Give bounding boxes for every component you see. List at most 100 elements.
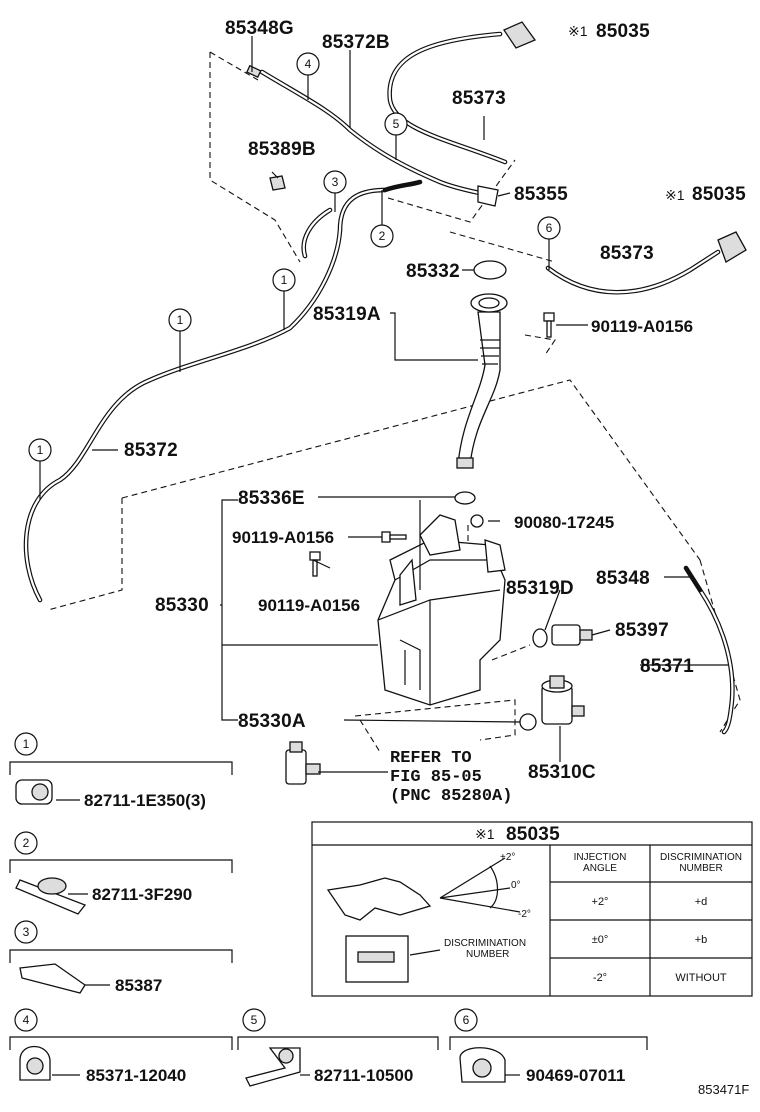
dashed-region-nozzle-right xyxy=(449,231,556,263)
nozzle-table: ※1 85035 +2° 0° -2° DISCRIMINATION NUMBE… xyxy=(311,821,753,997)
nozzle-85035-right xyxy=(717,231,747,263)
label-85336E: 85336E xyxy=(238,488,305,509)
angle-plus-label: +2° xyxy=(500,852,515,863)
nozzle-85035-top xyxy=(503,21,537,49)
label-85373-lower: 85373 xyxy=(600,243,654,264)
hose-85348 xyxy=(683,565,703,593)
callout-1-a: 1 xyxy=(272,268,296,330)
svg-text:2: 2 xyxy=(23,836,30,850)
label-85348: 85348 xyxy=(596,568,650,589)
label-85355: 85355 xyxy=(514,184,568,205)
col-header-angle-2: ANGLE xyxy=(583,863,617,874)
level-sensor-85397 xyxy=(551,624,593,646)
label-85035-top: 85035 xyxy=(596,21,650,42)
hose-85371 xyxy=(697,587,735,735)
washer-tank-85330 xyxy=(377,514,506,706)
legend-item-3: 3 85387 xyxy=(9,920,233,995)
angle-minus-label: -2° xyxy=(518,909,531,920)
disc-label-line2: NUMBER xyxy=(466,949,509,960)
label-85035-right: 85035 xyxy=(692,184,746,205)
svg-text:85387: 85387 xyxy=(115,976,162,995)
svg-text:4: 4 xyxy=(305,57,312,71)
dashed-bolt-link xyxy=(524,334,556,356)
bolt-90119-b xyxy=(381,531,407,543)
callout-1-c: 1 xyxy=(28,438,52,500)
legend-item-2: 2 82711-3F290 xyxy=(9,831,233,915)
label-85332: 85332 xyxy=(406,261,460,282)
svg-text:4: 4 xyxy=(23,1013,30,1027)
label-90080: 90080-17245 xyxy=(514,513,614,532)
grommet-85319D xyxy=(532,628,548,648)
label-85373-upper: 85373 xyxy=(452,88,506,109)
svg-text:82711-10500: 82711-10500 xyxy=(314,1066,413,1085)
label-85348G: 85348G xyxy=(225,18,294,39)
row-2-disc: +b xyxy=(695,934,708,946)
label-85330: 85330 xyxy=(155,595,209,616)
cap-85332 xyxy=(473,260,507,280)
label-85372B: 85372B xyxy=(322,32,390,53)
col-header-angle-1: INJECTION xyxy=(574,852,627,863)
disc-label-line1: DISCRIMINATION xyxy=(444,938,526,949)
svg-text:3: 3 xyxy=(23,925,30,939)
clip-85389B xyxy=(269,175,286,191)
col-header-disc-2: NUMBER xyxy=(679,863,722,874)
row-3-angle: -2° xyxy=(593,972,607,984)
leaders xyxy=(92,36,728,773)
svg-text:6: 6 xyxy=(546,221,553,235)
legend-item-5: 5 82711-10500 xyxy=(237,1008,439,1087)
clip-90080 xyxy=(470,514,484,528)
legend-item-1: 1 82711-1E350(3) xyxy=(9,732,233,810)
hose-85372 xyxy=(23,187,388,603)
bolt-90119-c xyxy=(309,551,321,577)
cap-85348G xyxy=(246,64,262,79)
row-1-disc: +d xyxy=(695,896,708,908)
svg-text:82711-3F290: 82711-3F290 xyxy=(92,885,192,904)
mark-85035-right: ※1 xyxy=(665,187,685,203)
refer-line-3: (PNC 85280A) xyxy=(390,787,512,806)
svg-text:3: 3 xyxy=(332,175,339,189)
legend-item-6: 6 90469-07011 xyxy=(449,1008,648,1085)
refer-line-2: FIG 85-05 xyxy=(390,768,482,787)
svg-text:82711-1E350(3): 82711-1E350(3) xyxy=(84,791,206,810)
filler-neck-85319A xyxy=(456,293,508,469)
svg-text:90469-07011: 90469-07011 xyxy=(526,1066,625,1085)
table-title-part: 85035 xyxy=(506,824,560,845)
pump-refer-85280A xyxy=(285,741,321,785)
svg-text:1: 1 xyxy=(37,443,44,457)
svg-text:6: 6 xyxy=(463,1013,470,1027)
hose-85372B xyxy=(259,69,495,199)
nozzle-sketch xyxy=(326,857,521,983)
mark-85035-top: ※1 xyxy=(568,23,588,39)
label-85397: 85397 xyxy=(615,620,669,641)
label-85330A: 85330A xyxy=(238,711,306,732)
label-85389B: 85389B xyxy=(248,139,316,160)
svg-text:1: 1 xyxy=(281,273,288,287)
col-header-disc-1: DISCRIMINATION xyxy=(660,852,742,863)
callout-2: 2 xyxy=(370,190,394,248)
label-90119-a: 90119-A0156 xyxy=(591,317,693,336)
label-85319A: 85319A xyxy=(313,304,381,325)
dashed-grommet-link xyxy=(491,644,531,661)
callout-1-b: 1 xyxy=(168,308,192,372)
svg-text:5: 5 xyxy=(393,117,400,131)
grommet-85336E xyxy=(454,491,476,505)
label-85371: 85371 xyxy=(640,656,694,677)
svg-text:2: 2 xyxy=(379,229,386,243)
legend-item-4: 4 85371-12040 xyxy=(9,1008,233,1085)
label-90119-b: 90119-A0156 xyxy=(232,528,334,547)
row-3-disc: WITHOUT xyxy=(675,972,727,984)
dashed-region-top-left xyxy=(209,51,301,263)
label-85319D: 85319D xyxy=(506,578,574,599)
label-85372: 85372 xyxy=(124,440,178,461)
hose-85373-lower xyxy=(545,249,721,295)
pump-85310C xyxy=(519,675,585,731)
joint-85355 xyxy=(477,185,499,207)
label-90119-c: 90119-A0156 xyxy=(258,596,360,615)
hose-85373-upper xyxy=(387,31,508,165)
callout-4: 4 xyxy=(296,52,320,100)
diagram-code: 853471F xyxy=(698,1082,749,1097)
svg-text:85371-12040: 85371-12040 xyxy=(86,1066,186,1085)
svg-text:1: 1 xyxy=(177,313,184,327)
table-title-mark: ※1 xyxy=(475,826,495,842)
